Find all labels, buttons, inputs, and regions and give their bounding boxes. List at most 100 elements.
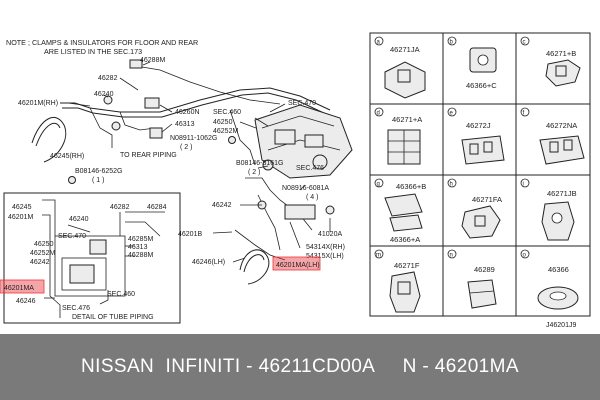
cell-e: e 46272J: [447, 107, 505, 165]
cell-g: g 46366+B 46366+A: [374, 178, 426, 244]
cell-f: f 46272NA: [520, 107, 585, 165]
parts-grid: [369, 32, 591, 317]
detail-label-sec476: SEC.476: [62, 305, 90, 312]
label-08916-qty: ( 4 ): [306, 194, 318, 201]
label-46250: 46250: [213, 119, 233, 126]
label-08146-6252g-qty: ( 1 ): [92, 177, 104, 184]
detail-label-46246: 46246: [16, 298, 36, 305]
cell-n: n 46289: [447, 249, 497, 309]
cell-d-part: 46271+A: [392, 115, 422, 124]
cell-i-part: 46271JB: [547, 189, 577, 198]
note-line-1: NOTE ; CLAMPS & INSULATORS FOR FLOOR AND…: [6, 38, 198, 47]
detail-drawing: [42, 199, 165, 318]
note-line-2: ARE LISTED IN THE SEC.173: [44, 47, 142, 56]
cell-o: o 46366: [520, 249, 579, 310]
label-08911-1062g: N08911-1062G: [170, 135, 217, 142]
cell-h-part: 46271FA: [472, 195, 502, 204]
cell-b-part: 46366+C: [466, 81, 497, 90]
cell-a-part: 46271JA: [390, 45, 420, 54]
reference-code: J46201J9: [546, 322, 576, 329]
svg-text:h: h: [450, 182, 453, 188]
detail-labels: 46245 46201M 46240 46282 46284 SEC.470 4…: [8, 204, 167, 321]
label-08146-8161g-qty: ( 2 ): [248, 169, 260, 176]
label-46288m: 46288M: [140, 57, 165, 64]
cell-a: a 46271JA: [374, 36, 426, 99]
label-46260n: 46260N: [175, 109, 200, 116]
svg-text:e: e: [450, 111, 454, 117]
label-46313: 46313: [175, 121, 195, 128]
detail-label-46250: 46250: [34, 241, 54, 248]
detail-label-46282: 46282: [110, 204, 130, 211]
detail-label-sec470: SEC.470: [58, 233, 86, 240]
highlight-46201ma-main: [272, 256, 321, 271]
brake-piping-diagram: NOTE ; CLAMPS & INSULATORS FOR FLOOR AND…: [0, 32, 591, 329]
svg-text:c: c: [523, 40, 526, 46]
cell-h: h 46271FA: [447, 178, 502, 239]
cell-m-part: 46271F: [394, 261, 420, 270]
label-46252m: 46252M: [213, 128, 238, 135]
banner-text: NISSAN INFINITI - 46211CD00A N - 46201MA: [81, 356, 519, 377]
svg-text:i: i: [523, 182, 524, 188]
svg-text:o: o: [523, 253, 527, 259]
label-08146-8161g: B08146-8161G: [236, 160, 283, 167]
label-08911-qty: ( 2 ): [180, 144, 192, 151]
upper-pipes: [31, 64, 331, 285]
cell-n-part: 46289: [474, 265, 495, 274]
cell-i: i 46271JB: [520, 178, 577, 241]
label-08916-6081a: N08916-6081A: [282, 185, 329, 192]
label-46201b: 46201B: [178, 231, 202, 238]
svg-text:a: a: [377, 40, 381, 46]
label-46201ma-main: 46201MA(LH): [276, 262, 320, 269]
label-46246-lh: 46246(LH): [192, 259, 225, 266]
detail-label-46284: 46284: [147, 204, 167, 211]
cell-c-part: 46271+B: [546, 49, 576, 58]
leader-lines: [67, 61, 331, 263]
cell-b: b 46366+C: [447, 36, 497, 90]
label-46245-rh: 46245(RH): [50, 153, 84, 160]
detail-box: [3, 192, 181, 324]
detail-label-46288m: 46288M: [128, 252, 153, 259]
detail-label-sec460: SEC.460: [107, 291, 135, 298]
cell-d: d 46271+A: [374, 107, 422, 165]
cell-c: c 46271+B: [520, 36, 581, 87]
label-46282: 46282: [98, 75, 118, 82]
detail-label-46201m: 46201M: [8, 214, 33, 221]
label-46242: 46242: [212, 202, 232, 209]
label-sec460-top: SEC.460: [213, 109, 241, 116]
label-sec470-top: SEC.470: [288, 100, 316, 107]
label-54314x: 54314X(RH): [306, 244, 345, 251]
svg-text:b: b: [450, 40, 454, 46]
label-sec476-top: SEC.476: [296, 165, 324, 172]
detail-label-46252m: 46252M: [30, 250, 55, 257]
detail-label-46245: 46245: [12, 204, 32, 211]
cell-f-part: 46272NA: [546, 121, 577, 130]
label-41020a: 41020A: [318, 231, 342, 238]
svg-text:g: g: [377, 182, 380, 188]
upper-labels: 46288M 46282 46201M(RH) 46240 46260N 463…: [18, 57, 345, 266]
cell-o-part: 46366: [548, 265, 569, 274]
label-to-rear-piping: TO REAR PIPING: [120, 152, 177, 159]
detail-label-46201ma: 46201MA: [4, 285, 34, 292]
highlight-46201ma-detail: [0, 279, 45, 294]
svg-text:d: d: [377, 111, 380, 117]
label-08146-6252g: B08146-6252G: [75, 168, 122, 175]
cell-m: m 46271F: [374, 249, 421, 313]
detail-caption: DETAIL OF TUBE PIPING: [72, 314, 154, 321]
fittings: [68, 59, 335, 220]
svg-text:m: m: [376, 253, 381, 259]
crossmember-block: [254, 104, 353, 179]
detail-label-46313: 46313: [128, 244, 148, 251]
label-46201m-rh: 46201M(RH): [18, 100, 58, 107]
svg-text:f: f: [523, 111, 525, 117]
part-number-banner: NISSAN INFINITI - 46211CD00A N - 46201MA: [0, 334, 600, 400]
cell-g-part-a: 46366+A: [390, 235, 420, 244]
label-46240: 46240: [94, 91, 114, 98]
svg-text:n: n: [450, 253, 453, 259]
label-54315x: 54315X(LH): [306, 253, 344, 260]
cell-g-part-b: 46366+B: [396, 182, 426, 191]
detail-label-46240: 46240: [69, 216, 89, 223]
detail-label-46285m: 46285M: [128, 236, 153, 243]
detail-label-46242: 46242: [30, 259, 50, 266]
cell-e-part: 46272J: [466, 121, 491, 130]
